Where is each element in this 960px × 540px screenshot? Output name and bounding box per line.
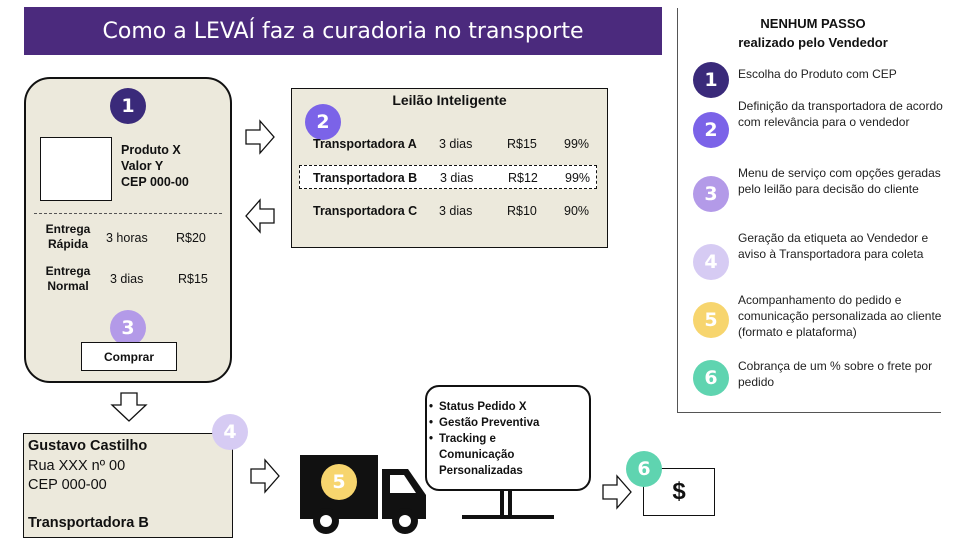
legend-step-2-text: Definição da transportadora de acordo co… [738,99,943,129]
legend-step-3: 3 [693,176,729,212]
tracking-item: Gestão Preventiva [429,415,539,431]
recipient-cep: CEP 000-00 [28,477,107,493]
carrier-name: Transportadora C [313,204,418,218]
legend-step-6: 6 [693,360,729,396]
delivery-option-fast-price: R$20 [176,231,206,245]
delivery-option-normal-label: Entrega Normal [38,264,98,294]
step-badge-2: 2 [305,104,341,140]
carrier-score: 90% [564,204,590,218]
carrier-name: Transportadora B [313,171,418,185]
legend-step-1-text: Escolha do Produto com CEP [738,67,897,81]
tracking-item: Tracking e [429,431,539,447]
legend-step-6-text: Cobrança de um % sobre o frete por pedid… [738,359,933,389]
legend-title-line: NENHUM PASSO [760,16,866,31]
truck-icon [300,455,426,534]
carrier-price: R$12 [508,171,538,185]
carrier-score: 99% [565,171,591,185]
step-badge-1: 1 [110,88,146,124]
tracking-item: Comunicação [439,449,515,461]
option-label-line: Rápida [47,237,88,251]
product-image-placeholder [40,137,112,201]
legend-step-5: 5 [693,302,729,338]
legend-step-2: 2 [693,112,729,148]
arrow-right-icon [245,119,275,155]
recipient-name: Gustavo Castilho [28,438,148,454]
option-label-line: Normal [47,279,89,293]
auction-title: Leilão Inteligente [392,92,507,108]
carrier-days: 3 dias [439,137,473,151]
carrier-days: 3 dias [439,204,473,218]
carrier-days: 3 dias [440,171,474,185]
carrier-score: 99% [564,137,590,151]
arrow-left-icon [245,198,275,234]
tracking-item: Personalizadas [439,465,523,477]
product-cep: CEP 000-00 [121,175,189,189]
legend-title: NENHUM PASSO realizado pelo Vendedor [690,14,936,52]
delivery-option-normal-price: R$15 [178,272,208,286]
legend-step-1: 1 [693,62,729,98]
step-badge-5: 5 [321,464,357,500]
step-badge-6: 6 [626,451,662,487]
legend-step-4: 4 [693,244,729,280]
auction-row: Transportadora A 3 dias R$15 99% [299,132,597,156]
divider [34,213,222,214]
recipient-street: Rua XXX nº 00 [28,458,126,474]
carrier-name: Transportadora A [313,137,417,151]
arrow-right-icon [250,458,280,494]
arrow-down-icon [110,392,148,422]
carrier-price: R$10 [507,204,537,218]
tracking-list: Status Pedido X Gestão Preventiva Tracki… [429,399,539,479]
page-title: Como a LEVAÍ faz a curadoria no transpor… [24,7,662,55]
delivery-option-fast-time: 3 horas [106,231,148,245]
monitor-stand-icon [462,491,554,519]
auction-row: Transportadora C 3 dias R$10 90% [299,199,597,223]
legend-step-5-text: Acompanhamento do pedido e comunicação p… [738,293,942,339]
option-label-line: Entrega [45,222,91,236]
tracking-item: Status Pedido X [429,399,539,415]
option-label-line: Entrega [45,264,91,278]
legend-title-line: realizado pelo Vendedor [738,35,888,50]
legend-step-3-text: Menu de serviço com opções geradas pelo … [738,166,941,196]
legend-step-4-text: Geração da etiqueta ao Vendedor e aviso … [738,231,929,261]
product-value: Valor Y [121,159,164,173]
shipping-label [23,433,233,538]
step-badge-4: 4 [212,414,248,450]
product-info: Produto X Valor Y CEP 000-00 [121,142,189,190]
auction-row-selected: Transportadora B 3 dias R$12 99% [299,165,597,189]
product-name: Produto X [121,143,181,157]
label-carrier: Transportadora B [28,515,149,531]
carrier-price: R$15 [507,137,537,151]
arrow-right-icon [602,474,632,510]
delivery-option-fast-label: Entrega Rápida [38,222,98,252]
step-badge-3: 3 [110,310,146,346]
delivery-option-normal-time: 3 dias [110,272,144,286]
buy-button[interactable]: Comprar [81,342,177,371]
legend-panel [677,8,941,413]
